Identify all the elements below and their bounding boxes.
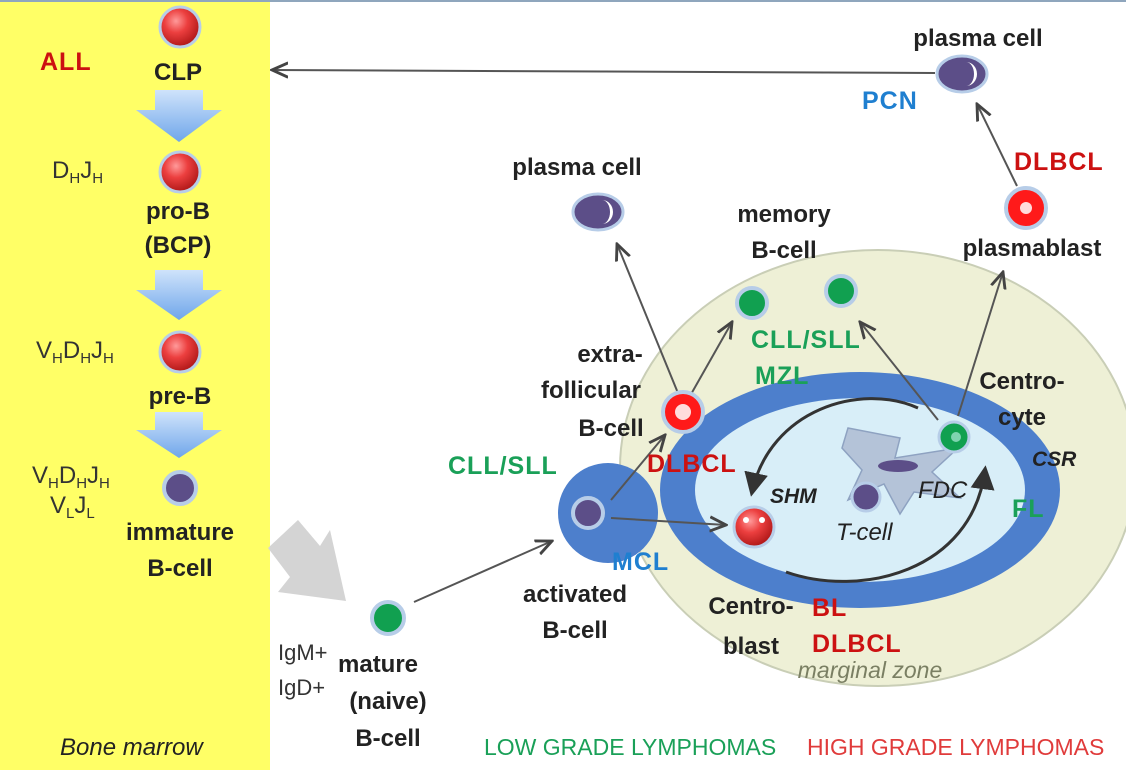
arrow-activated-to-extrafollicular: [610, 435, 665, 501]
dlbcl-plasmablast-label: DLBCL: [1014, 148, 1104, 176]
maturation-arrow: [268, 520, 346, 601]
fdc-nucleus: [878, 460, 918, 472]
centrocyte-label-1: Centro-: [979, 368, 1064, 395]
immature-gene-label-2: VLJL: [50, 492, 95, 522]
down-arrow-2: [136, 270, 222, 320]
igm-marker: IgM+: [278, 640, 328, 665]
pcn-label: PCN: [862, 87, 918, 115]
mcl-label: MCL: [612, 548, 669, 576]
fl-label: FL: [1012, 495, 1045, 523]
connector-arrows: [272, 70, 1018, 603]
arrow-centrocyte-to-plasmablast: [957, 272, 1003, 417]
fdc-label: FDC: [918, 477, 968, 504]
dlbcl-extrafollicular-label: DLBCL: [647, 450, 737, 478]
plasma-cell-top-crescent: [966, 62, 977, 86]
shm-label: SHM: [770, 485, 817, 508]
memory-label-1: memory: [737, 201, 831, 228]
legend-high-grade: HIGH GRADE LYMPHOMAS: [807, 734, 1104, 760]
memory-b-cell-1: [735, 286, 769, 320]
pre-b-gene-label: VHDHJH: [36, 337, 114, 367]
gc-cycle-arrow-upper: [744, 397, 919, 497]
extrafollicular-label-2: follicular: [541, 377, 641, 404]
t-cell: [850, 481, 882, 513]
plasmablast-nucleus: [1020, 202, 1032, 214]
csr-label: CSR: [1032, 448, 1077, 471]
plasma-cell-mid: [571, 192, 625, 232]
dlbcl-centroblast-label: DLBCL: [812, 630, 902, 658]
memory-label-2: B-cell: [751, 237, 816, 264]
centroblast-dot-1: [743, 517, 749, 523]
memory-b-cell-2: [824, 274, 858, 308]
gc-cycle-arrow-lower: [785, 465, 995, 583]
plasma-cell-mid-body: [571, 192, 625, 232]
all-label: ALL: [40, 48, 92, 76]
immature-b-cell: [162, 470, 198, 506]
centroblast-cell: [732, 505, 776, 549]
arrow-centrocyte-to-memory: [860, 322, 939, 421]
extrafollicular-label-1: extra-: [577, 341, 642, 368]
pro-b-label: pro-B: [146, 198, 210, 225]
peripheral-cells: [370, 54, 1048, 636]
plasma-cell-top-label: plasma cell: [913, 25, 1042, 52]
down-arrow-3: [136, 412, 222, 458]
arrow-plasmablast-to-plasma: [977, 104, 1018, 187]
marginal-zone-label: marginal zone: [798, 657, 942, 683]
activated-label-1: activated: [523, 581, 627, 608]
plasma-cell-mid-crescent: [602, 200, 613, 224]
pro-b-cell: [158, 150, 202, 194]
bone-marrow-cells: [158, 5, 202, 506]
centrocyte-label-2: cyte: [998, 404, 1046, 431]
centroblast-dot-2: [759, 517, 765, 523]
plasma-cell-mid-label: plasma cell: [512, 154, 641, 181]
arrow-activated-to-centroblast: [610, 518, 726, 525]
stage-arrows: [136, 90, 222, 458]
t-cell-label: T-cell: [836, 519, 893, 546]
mature-label-3: B-cell: [355, 725, 420, 752]
immature-label: immature: [126, 519, 234, 546]
bone-marrow-panel: [0, 2, 270, 770]
activated-label-2: B-cell: [542, 617, 607, 644]
plasma-cell-top: [935, 54, 989, 94]
top-border: [0, 0, 1126, 2]
arrow-plasma-to-clp: [272, 70, 936, 73]
pro-b-gene-label: DHJH: [52, 157, 103, 187]
bone-marrow-label: Bone marrow: [60, 734, 204, 761]
mzl-label: MZL: [755, 362, 809, 390]
mature-b-cell: [370, 600, 406, 636]
centrocyte-nucleus: [951, 432, 961, 442]
cll-sll-memory-label: CLL/SLL: [751, 326, 861, 354]
immature-gene-label-1: VHDHJH: [32, 462, 110, 492]
arrow-mature-to-activated: [413, 541, 552, 603]
activated-cell-blob: [558, 463, 658, 563]
extrafollicular-b-cell-nucleus: [675, 404, 691, 420]
centroblast-label-2: blast: [723, 633, 779, 660]
immature-b-cell-label: B-cell: [147, 555, 212, 582]
activated-b-cell: [571, 496, 605, 530]
plasma-cell-top-body: [935, 54, 989, 94]
bl-label: BL: [812, 594, 847, 622]
centroblast-label-1: Centro-: [708, 593, 793, 620]
cll-sll-activated-label: CLL/SLL: [448, 452, 558, 480]
legend-low-grade: LOW GRADE LYMPHOMAS: [484, 734, 776, 760]
pre-b-label: pre-B: [149, 383, 212, 410]
arrow-extrafollicular-to-plasma: [617, 244, 681, 399]
mature-label-2: (naive): [349, 688, 426, 715]
arrow-extrafollicular-to-memory: [689, 322, 732, 397]
pre-b-cell: [158, 330, 202, 374]
igd-marker: IgD+: [278, 675, 325, 700]
mature-label-1: mature: [338, 651, 418, 678]
clp-label: CLP: [154, 59, 202, 86]
down-arrow-1: [136, 90, 222, 142]
extrafollicular-label-3: B-cell: [578, 415, 643, 442]
plasmablast-label: plasmablast: [963, 235, 1102, 262]
clp-cell: [158, 5, 202, 49]
bcp-label: (BCP): [145, 232, 212, 259]
